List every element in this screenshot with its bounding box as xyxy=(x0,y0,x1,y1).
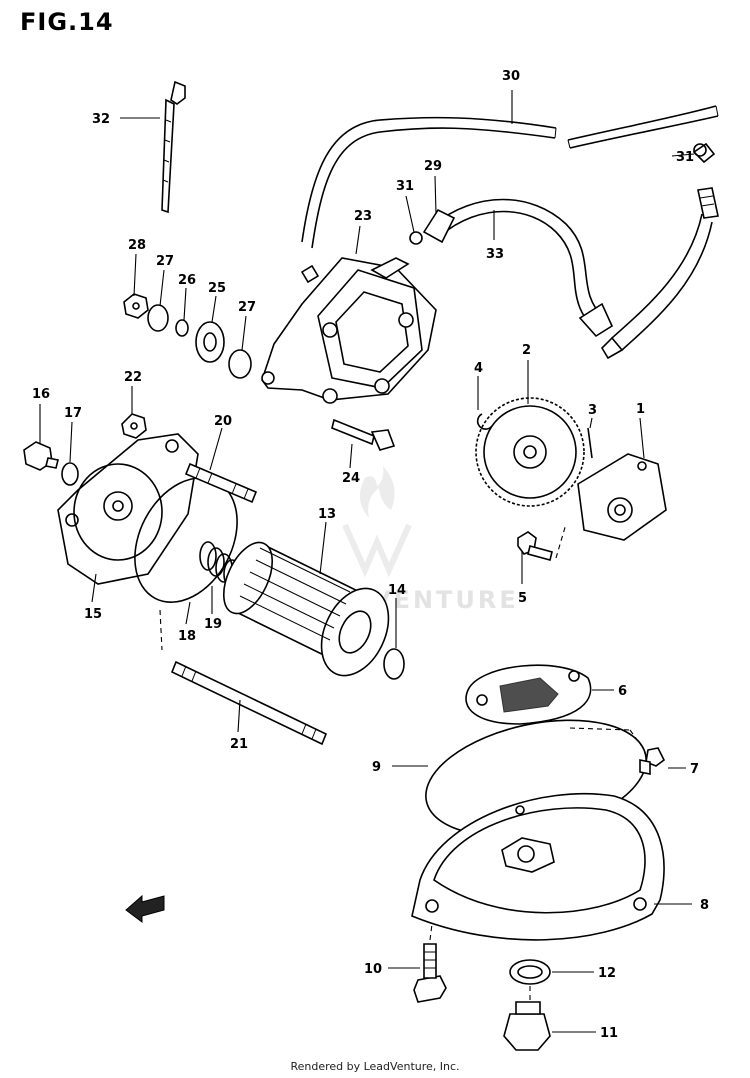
part-22-nut xyxy=(121,413,147,439)
part-27-washer xyxy=(228,349,252,379)
part-11-drain-plug xyxy=(503,1001,551,1051)
figure-title: FIG.14 xyxy=(20,8,114,36)
part-7-bolt xyxy=(639,747,666,775)
callout-11: 11 xyxy=(600,1026,618,1041)
callout-27: 27 xyxy=(156,254,174,269)
callout-17: 17 xyxy=(64,406,82,421)
callout-25: 25 xyxy=(208,281,226,296)
part-8-oil-pan xyxy=(411,792,665,941)
callout-9: 9 xyxy=(372,760,381,775)
callout-12: 12 xyxy=(598,966,616,981)
callout-20: 20 xyxy=(214,414,232,429)
callout-3: 3 xyxy=(588,403,597,418)
part-14-o-ring xyxy=(383,648,405,680)
callout-13: 13 xyxy=(318,507,336,522)
part-26-collar xyxy=(175,319,189,337)
part-15-filter-cover xyxy=(57,433,199,585)
callout-27: 27 xyxy=(238,300,256,315)
callout-24: 24 xyxy=(342,471,360,486)
callout-26: 26 xyxy=(178,273,196,288)
callout-32: 32 xyxy=(92,112,110,127)
footer-credit: Rendered by LeadVenture, Inc. xyxy=(290,1060,460,1073)
callout-31: 31 xyxy=(676,150,694,165)
callout-7: 7 xyxy=(690,762,699,777)
part-25-grommet xyxy=(195,321,225,363)
part-17-washer xyxy=(61,462,79,486)
part-13-oil-filter xyxy=(222,541,390,677)
callout-18: 18 xyxy=(178,629,196,644)
part-21-stud xyxy=(170,660,328,746)
part-23-oil-pump xyxy=(261,257,437,404)
callout-6: 6 xyxy=(618,684,627,699)
callout-30: 30 xyxy=(502,69,520,84)
callout-28: 28 xyxy=(128,238,146,253)
part-28-nut xyxy=(123,293,149,319)
callout-33: 33 xyxy=(486,247,504,262)
callout-19: 19 xyxy=(204,617,222,632)
part-31-clip xyxy=(693,143,707,157)
callout-16: 16 xyxy=(32,387,50,402)
part-24-screw xyxy=(331,418,396,451)
part-12-gasket xyxy=(509,959,551,985)
callout-1: 1 xyxy=(636,402,645,417)
callout-4: 4 xyxy=(474,361,483,376)
callout-10: 10 xyxy=(364,962,382,977)
part-6-oil-strainer xyxy=(465,664,592,725)
callout-22: 22 xyxy=(124,370,142,385)
callout-14: 14 xyxy=(388,583,406,598)
part-3-pin xyxy=(587,427,593,459)
callout-29: 29 xyxy=(424,159,442,174)
part-20-stud xyxy=(184,462,258,504)
part-1-gear-housing xyxy=(577,453,667,541)
callout-2: 2 xyxy=(522,343,531,358)
callout-31: 31 xyxy=(396,179,414,194)
part-31-clip xyxy=(409,231,423,245)
part-32-oil-level-gauge xyxy=(161,80,186,214)
part-30-hose xyxy=(301,105,719,249)
part-33-hose xyxy=(422,142,719,360)
callout-23: 23 xyxy=(354,209,372,224)
part-4-snap-ring xyxy=(476,413,493,430)
callout-5: 5 xyxy=(518,591,527,606)
callout-21: 21 xyxy=(230,737,248,752)
callout-15: 15 xyxy=(84,607,102,622)
part-5-screw xyxy=(517,531,553,561)
part-27-washer xyxy=(147,304,169,332)
part-16-bolt xyxy=(23,441,59,471)
front-arrow-icon xyxy=(125,894,165,923)
part-10-bolt xyxy=(413,943,447,1003)
part-2-gear xyxy=(475,397,585,507)
callout-8: 8 xyxy=(700,898,709,913)
